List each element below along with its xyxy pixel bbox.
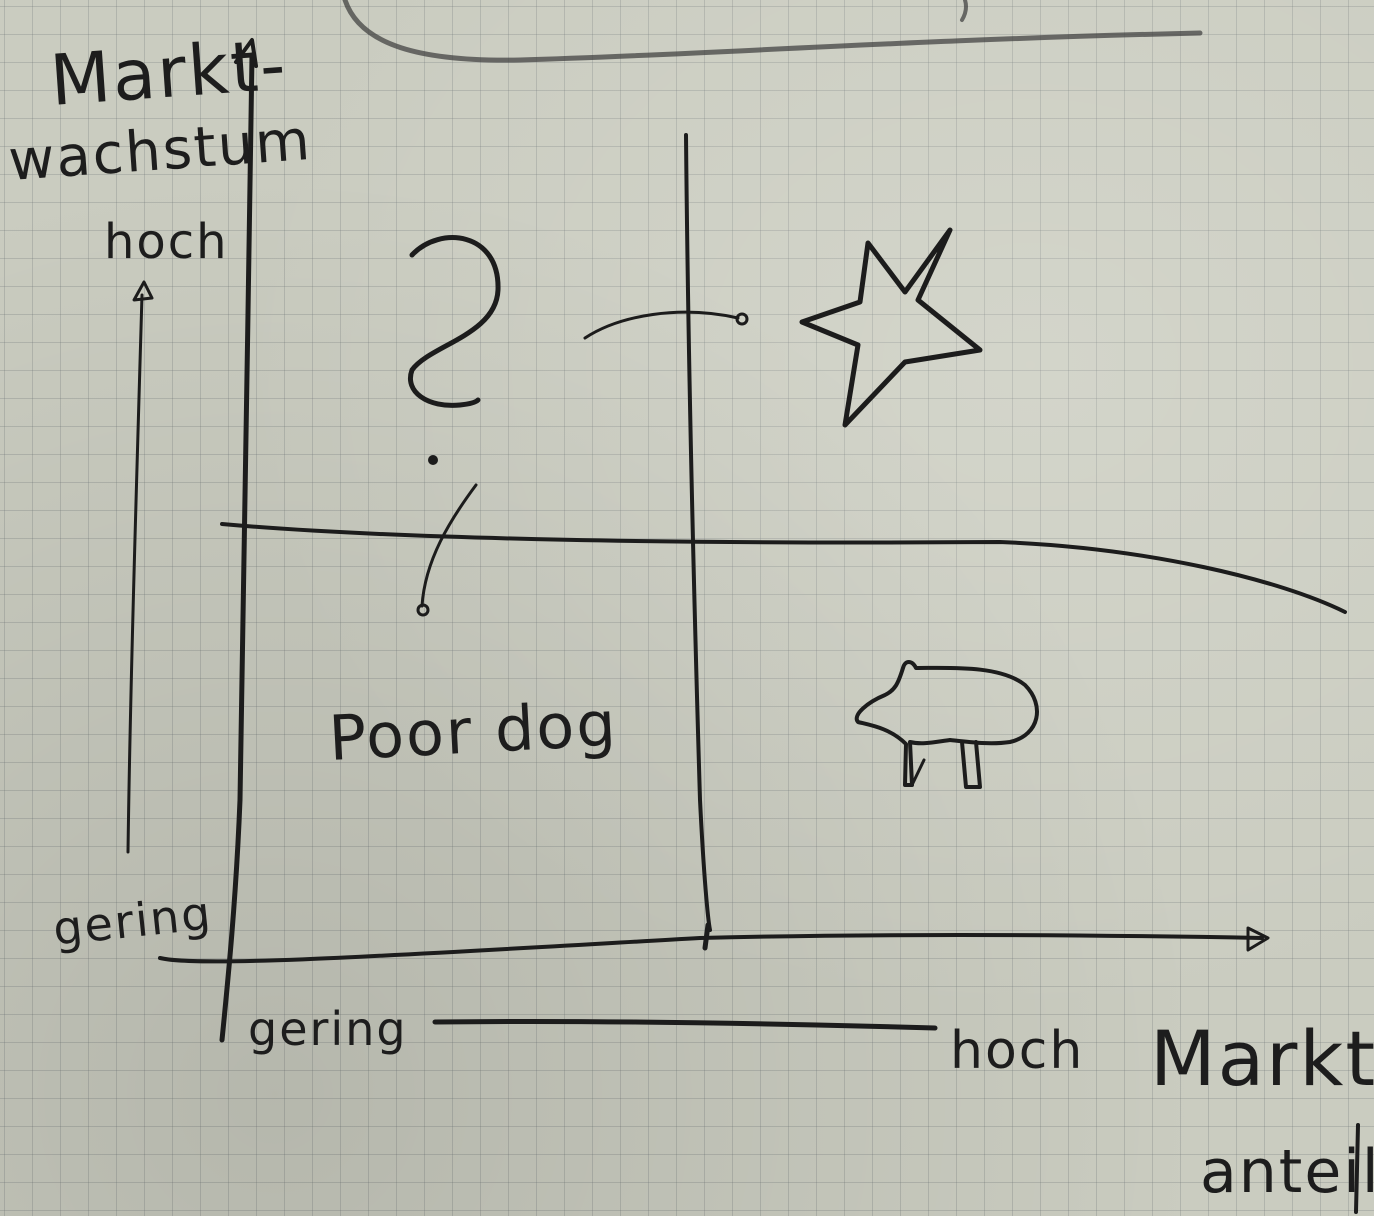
x-axis-arrowhead xyxy=(1246,926,1270,952)
y-axis-line xyxy=(219,52,255,1043)
top-residual-tick xyxy=(960,0,968,22)
y-axis-arrowhead xyxy=(234,38,258,68)
x-axis-title-underline xyxy=(1354,1123,1360,1214)
y-axis-low-label: gering xyxy=(51,886,215,956)
question-mark-icon xyxy=(408,235,501,408)
x-axis-midpoint-tick xyxy=(702,922,711,951)
question-mark-dot-icon xyxy=(428,455,438,465)
question-to-star-arrowhead-icon xyxy=(735,312,749,326)
top-residual-stroke xyxy=(342,0,1203,63)
question-to-dog-arrow xyxy=(420,483,478,608)
horizontal-divider xyxy=(220,522,1347,614)
x-axis-low-label: gering xyxy=(248,1002,408,1056)
x-axis-title-line2: anteil xyxy=(1200,1137,1374,1207)
y-direction-arrowhead xyxy=(132,280,154,302)
star-icon xyxy=(799,227,983,428)
cow-icon xyxy=(854,660,1039,789)
cow-leg-icon xyxy=(910,758,926,787)
x-axis-high-label: hoch xyxy=(950,1021,1084,1081)
y-direction-arrow xyxy=(126,293,144,854)
x-axis-line xyxy=(158,932,1264,964)
x-axis-range-line xyxy=(432,1018,938,1031)
y-axis-high-label: hoch xyxy=(104,214,229,270)
question-to-dog-arrowhead-icon xyxy=(416,603,430,617)
y-axis-title-line1: Markt- xyxy=(47,24,289,122)
question-to-star-arrow xyxy=(583,310,740,340)
vertical-divider xyxy=(684,133,712,932)
bottom-left-quadrant-label: Poor dog xyxy=(327,687,619,775)
x-axis-title-line1: Markt- xyxy=(1150,1014,1374,1103)
